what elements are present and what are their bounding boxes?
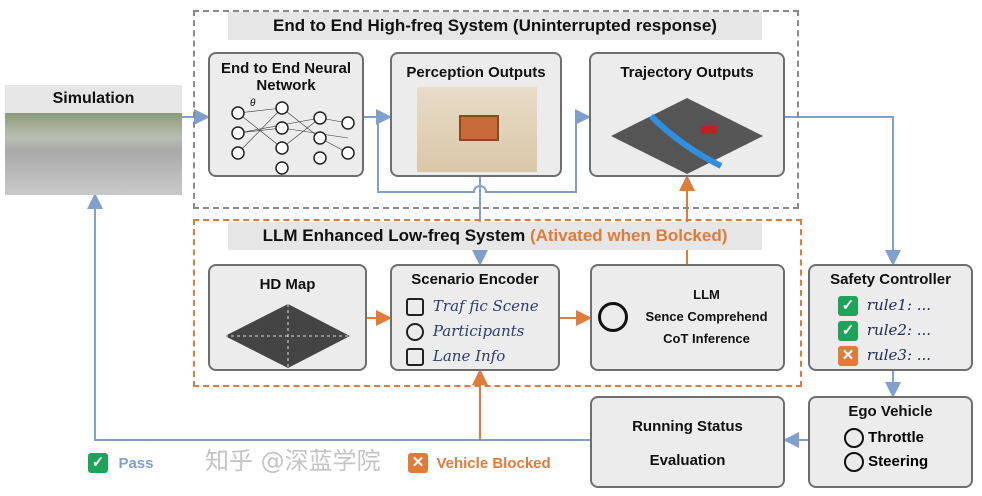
safety-controller-title: Safety Controller	[830, 271, 951, 288]
running-status-title: Running Status	[632, 418, 743, 435]
legend-blocked-label: Vehicle Blocked	[436, 454, 551, 472]
rule-2-label: rule2: ...	[866, 321, 932, 339]
steering-label: Steering	[868, 453, 929, 470]
traffic-scene-label: Traf fic Scene	[432, 297, 539, 315]
llm-sence-comprehend: Sence Comprehend	[645, 309, 768, 324]
scenario-encoder-box: Scenario Encoder Traf fic Scene Particip…	[390, 264, 560, 371]
safety-controller-box: Safety Controller ✓ rule1: ... ✓ rule2: …	[808, 264, 973, 371]
low-freq-title-text: LLM Enhanced Low-freq System	[262, 226, 526, 245]
running-status-box: Running Status Evaluation	[590, 396, 785, 488]
rule-3-label: rule3: ...	[866, 346, 932, 364]
lane-info-label: Lane Info	[432, 347, 506, 365]
rule-1: ✓ rule1: ...	[838, 293, 971, 318]
ego-steering: Steering	[844, 450, 971, 474]
participants-label: Participants	[432, 322, 525, 340]
llm-box: LLM Sence Comprehend CoT Inference	[590, 264, 785, 371]
low-freq-title-highlight: (Ativated when Bolcked)	[529, 226, 728, 245]
perception-title: Perception Outputs	[406, 64, 546, 81]
lane-info-icon	[406, 347, 424, 366]
traffic-scene-icon	[406, 297, 424, 316]
high-freq-system-container	[193, 10, 799, 209]
hd-map-intersection-icon	[225, 304, 350, 368]
cross-icon: ✕	[838, 345, 858, 366]
e2e-nn-title: End to End Neural Network	[220, 60, 351, 94]
running-to-sim-arrow	[87, 193, 590, 441]
scenario-item-lane-info: Lane Info	[406, 344, 558, 369]
rule-2: ✓ rule2: ...	[838, 318, 971, 343]
scenario-item-participants: Participants	[406, 319, 558, 344]
gauge-icon	[844, 428, 864, 449]
llm-cot-inference: CoT Inference	[663, 331, 750, 346]
legend-blocked: ✕ Vehicle Blocked	[408, 453, 551, 473]
perception-box: Perception Outputs	[390, 52, 562, 177]
steering-icon	[844, 452, 864, 473]
openai-logo-icon	[598, 302, 628, 332]
ego-vehicle-box: Ego Vehicle Throttle Steering	[808, 396, 973, 488]
scenario-encoder-title: Scenario Encoder	[411, 271, 539, 288]
hd-map-box: HD Map	[208, 264, 367, 371]
legend-pass: ✓ Pass	[88, 453, 154, 473]
llm-title: LLM	[693, 287, 720, 302]
low-freq-system-container	[193, 219, 802, 387]
simulation-image	[5, 113, 182, 195]
cross-icon: ✕	[408, 453, 428, 473]
rule-3: ✕ rule3: ...	[838, 343, 971, 368]
ego-throttle: Throttle	[844, 426, 971, 450]
low-freq-title: LLM Enhanced Low-freq System (Ativated w…	[228, 222, 762, 250]
throttle-label: Throttle	[868, 429, 924, 446]
simulation-panel: Simulation	[5, 85, 182, 195]
rule-1-label: rule1: ...	[866, 296, 932, 314]
trajectory-to-safety-arrow	[785, 116, 901, 266]
watermark: 知乎 @深蓝学院	[205, 447, 381, 475]
neural-network-icon	[231, 101, 355, 175]
ego-vehicle-title: Ego Vehicle	[848, 403, 933, 420]
theta-label: θ	[250, 98, 256, 109]
check-icon: ✓	[838, 320, 858, 341]
legend-pass-label: Pass	[118, 454, 154, 472]
detected-object-icon	[459, 115, 499, 141]
e2e-nn-box: End to End Neural Network θ	[208, 52, 364, 177]
running-status-evaluation: Evaluation	[649, 452, 726, 469]
intersection-trajectory-icon	[611, 98, 763, 174]
trajectory-title: Trajectory Outputs	[620, 64, 754, 81]
high-freq-title: End to End High-freq System (Uninterrupt…	[228, 12, 762, 40]
simulation-title: Simulation	[5, 85, 182, 113]
hd-map-title: HD Map	[259, 276, 316, 293]
check-icon: ✓	[88, 453, 108, 473]
participants-icon	[406, 322, 424, 341]
scenario-item-traffic-scene: Traf fic Scene	[406, 294, 558, 319]
perception-image	[417, 87, 537, 172]
check-icon: ✓	[838, 295, 858, 316]
trajectory-box: Trajectory Outputs	[589, 52, 785, 177]
